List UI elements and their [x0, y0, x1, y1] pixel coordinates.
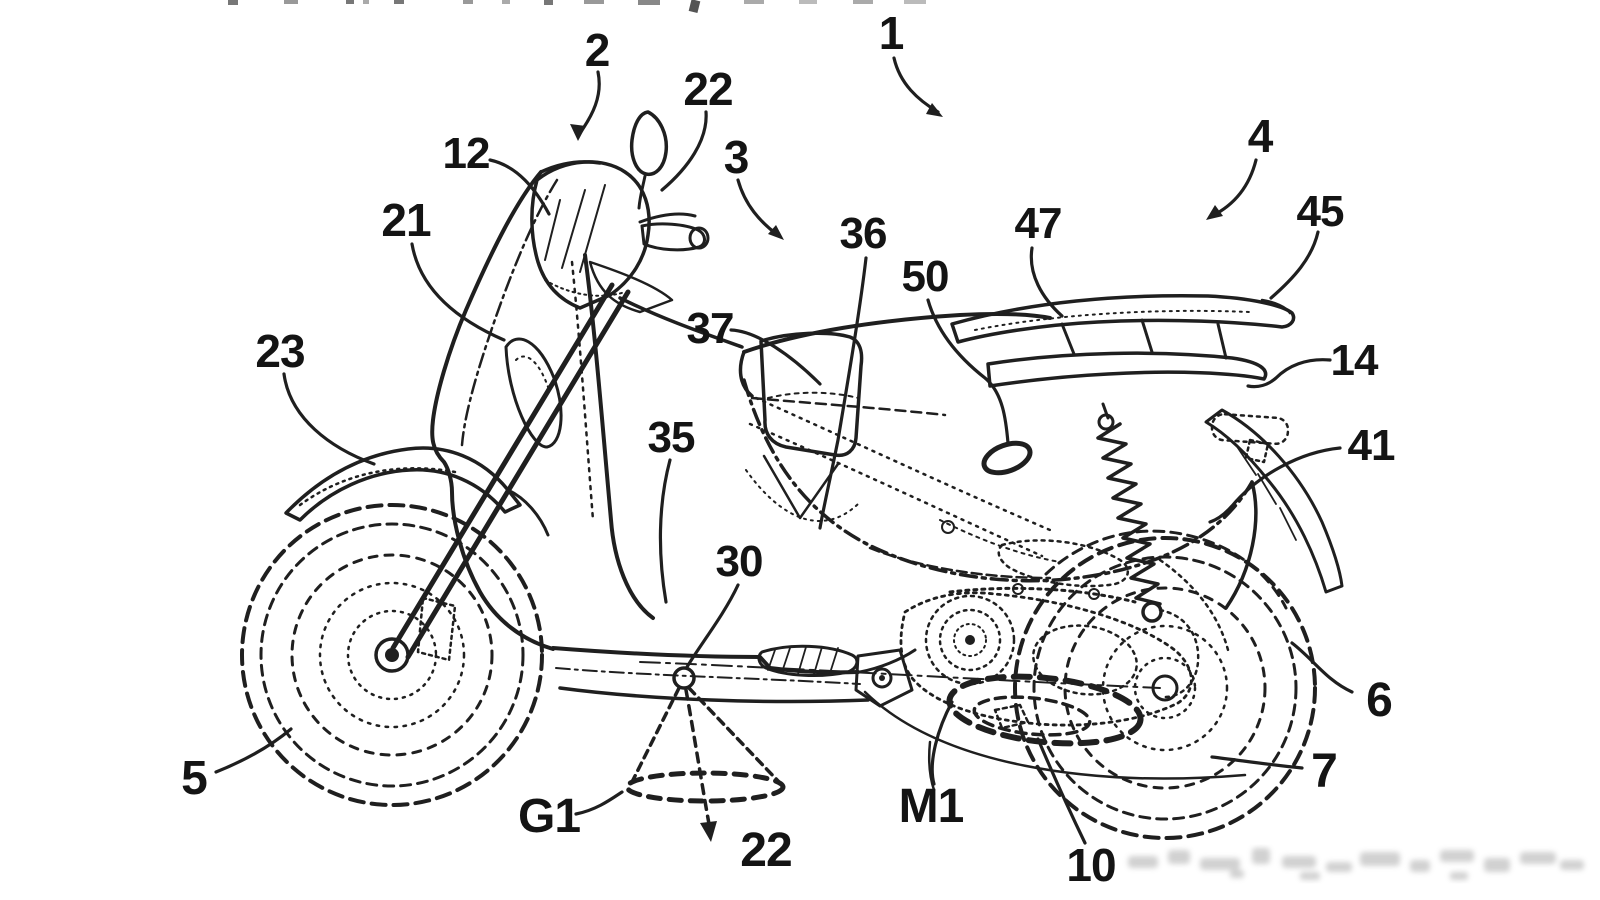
leader-45: [1269, 230, 1320, 300]
floorboard: [551, 644, 917, 704]
shock-spring-coil: [1096, 422, 1162, 606]
leader-7: [1210, 755, 1304, 770]
watermark-artifacts: [1128, 848, 1584, 880]
leader-1: [892, 56, 940, 114]
body-side-panels: [742, 378, 1258, 652]
leader-4: [1210, 158, 1258, 218]
top-edge-cutoff-marks: [228, 0, 926, 14]
arrowhead-2-icon: [570, 124, 586, 141]
leader-2: [578, 70, 601, 135]
leader-M1: [930, 700, 954, 786]
seat: [738, 312, 1052, 417]
front-brake-caliper: [416, 596, 457, 662]
fuel-cap: [981, 440, 1033, 476]
leader-14: [1246, 358, 1332, 389]
leader-lines: [214, 56, 1354, 845]
leader-G1: [574, 790, 624, 816]
leader-30: [685, 583, 740, 669]
leader-10: [1036, 737, 1087, 845]
leader-37: [729, 328, 822, 386]
rear-view-mirror: [629, 110, 669, 210]
leader-35: [658, 458, 672, 604]
arrowhead-4-icon: [1206, 205, 1223, 220]
leader-21: [410, 242, 506, 342]
swingarm-pivot-bracket: [854, 648, 914, 708]
helmet-compartment: [745, 331, 864, 522]
rear-rack: [950, 293, 1296, 388]
pivot-point: [672, 666, 696, 690]
front-wheel: [240, 503, 544, 807]
leader-22-top: [660, 110, 708, 192]
leader-6: [1290, 641, 1354, 694]
rear-fender: [1044, 408, 1344, 610]
leader-36: [818, 256, 868, 530]
leader-50: [926, 298, 1010, 445]
arrowhead-1-icon: [926, 103, 943, 117]
leader-47: [1029, 246, 1064, 318]
arrowhead-3-icon: [768, 225, 784, 240]
handlebar-grip: [638, 212, 710, 252]
exhaust-muffler: [946, 673, 1144, 747]
leader-5: [214, 727, 293, 774]
air-filter-box: [997, 539, 1129, 588]
inner-fender-arc: [1044, 529, 1288, 610]
leader-12: [488, 158, 551, 216]
front-fork: [390, 282, 631, 660]
leader-arrowheads: [570, 103, 1223, 240]
foot-tunnel: [762, 454, 840, 520]
leader-23: [282, 372, 376, 466]
leader-41: [1208, 446, 1342, 524]
gravity-arrow-shaft: [684, 688, 711, 826]
leader-3: [736, 178, 781, 238]
leg-shield: [430, 160, 744, 651]
front-fender: [284, 446, 550, 537]
engine-unit: [639, 539, 1247, 792]
gravity-cone: [624, 666, 786, 842]
rear-shock-absorber: [1096, 402, 1163, 623]
gravity-arrowhead-icon: [700, 821, 717, 842]
brake-lever: [638, 212, 697, 224]
cvt-cover: [1032, 624, 1138, 696]
